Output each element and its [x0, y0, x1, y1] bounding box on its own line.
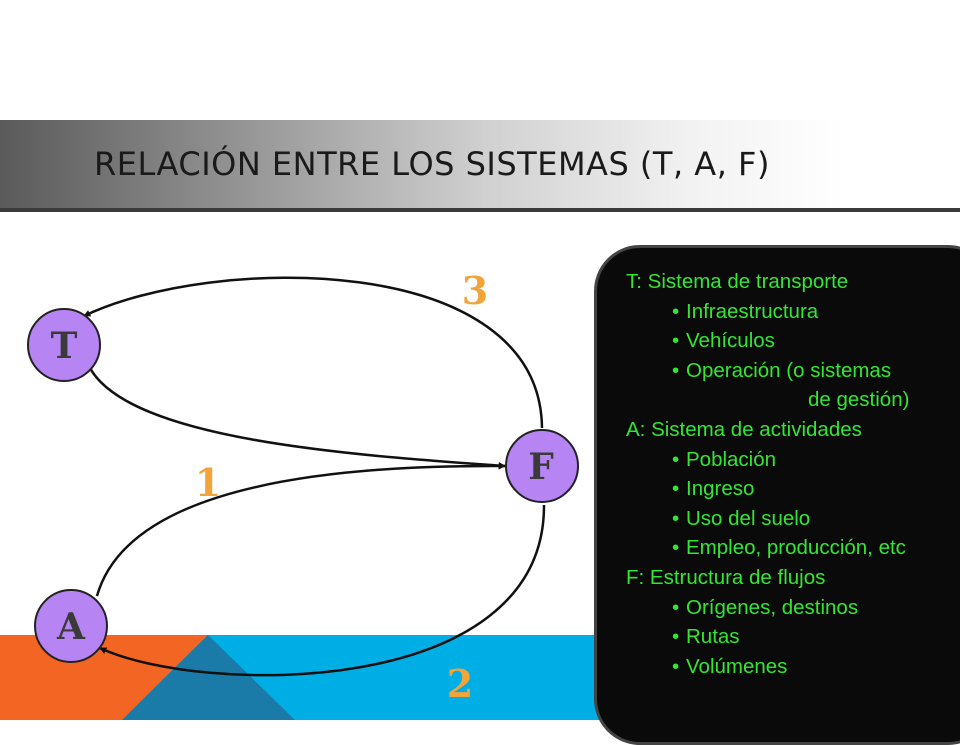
legend-item: •Rutas: [626, 622, 958, 652]
bullet: •: [672, 447, 680, 471]
legend-item-text: Orígenes, destinos: [686, 595, 859, 619]
legend-item-text: Infraestructura: [686, 299, 819, 323]
legend-item: •Empleo, producción, etc: [626, 533, 958, 563]
bullet: •: [672, 625, 680, 649]
legend-item-text: Población: [686, 447, 777, 471]
legend-item-text: Uso del suelo: [686, 506, 811, 530]
node-a-label: A: [56, 606, 86, 648]
legend-item: •Operación (o sistemas: [626, 356, 958, 386]
legend-item: •Orígenes, destinos: [626, 593, 958, 623]
edge-a-to-f: [95, 462, 506, 597]
edge-t-to-f: [88, 367, 506, 470]
node-a: [34, 589, 108, 663]
edge-label-1: 1: [195, 460, 221, 505]
legend-item: •Infraestructura: [626, 297, 958, 327]
bullet: •: [672, 506, 680, 530]
edge-label-2: 2: [447, 661, 473, 706]
system-relation-diagram: T A F 1 2 3: [27, 268, 579, 706]
bullet: •: [672, 477, 680, 501]
legend-item: •Uso del suelo: [626, 504, 958, 534]
legend-text: T: Sistema de transporte •Infraestructur…: [626, 267, 958, 681]
bullet: •: [672, 595, 680, 619]
legend-item-text: Operación (o sistemas: [686, 358, 892, 382]
legend-item-continuation: de gestión): [808, 388, 910, 412]
legend-item-text: Ingreso: [686, 477, 755, 501]
legend-item-text: Empleo, producción, etc: [686, 536, 906, 560]
legend-item: •Volúmenes: [626, 652, 958, 682]
bullet: •: [672, 536, 680, 560]
bullet: •: [672, 358, 680, 382]
node-f: [505, 429, 579, 503]
legend-panel: [594, 245, 960, 745]
slide-title: RELACIÓN ENTRE LOS SISTEMAS (T, A, F): [94, 145, 770, 183]
edge-f-to-a: [99, 504, 546, 677]
legend-item: •Vehículos: [626, 326, 958, 356]
node-t-label: T: [51, 325, 78, 367]
bullet: •: [672, 654, 680, 678]
legend-item: •Población: [626, 445, 958, 475]
legend-item-text: Rutas: [686, 625, 740, 649]
legend-heading-f: F: Estructura de flujos: [626, 565, 826, 589]
legend-item-text: Volúmenes: [686, 654, 788, 678]
edge-label-3: 3: [462, 268, 488, 313]
edge-f-to-t: [83, 276, 544, 429]
legend-item-text: Vehículos: [686, 329, 775, 353]
legend-heading-t: T: Sistema de transporte: [626, 270, 849, 293]
bullet: •: [672, 299, 680, 323]
legend-item: •Ingreso: [626, 474, 958, 504]
title-bar: [0, 120, 960, 212]
node-f-label: F: [528, 446, 554, 488]
legend-heading-a: A: Sistema de actividades: [626, 417, 862, 441]
bullet: •: [672, 329, 680, 353]
node-t: [27, 308, 101, 382]
